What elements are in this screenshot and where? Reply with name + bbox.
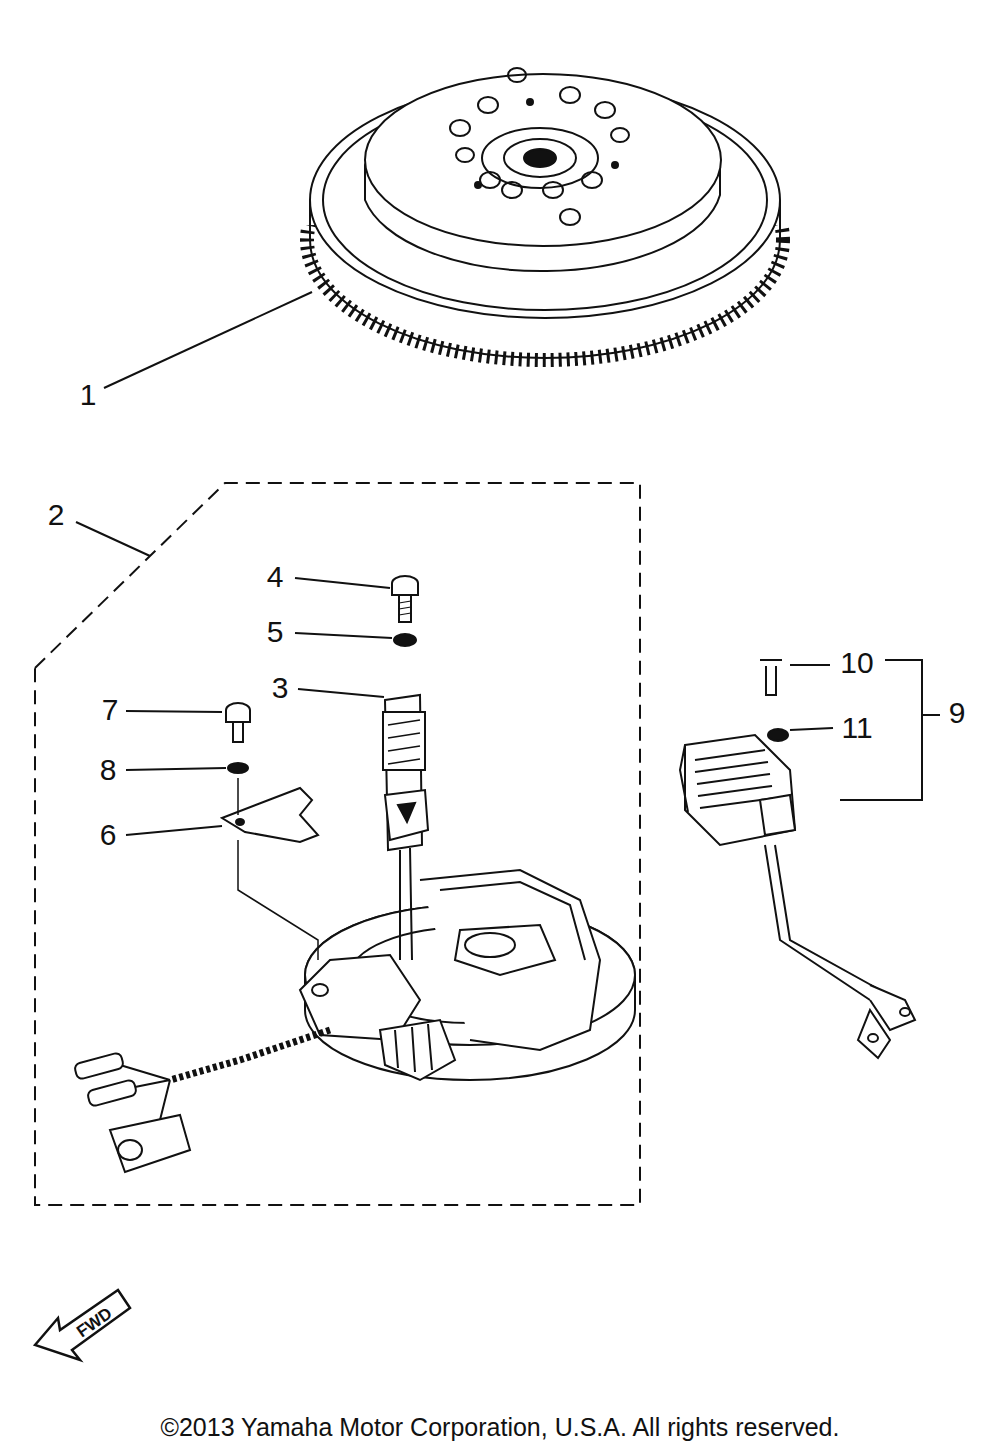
leader-line	[790, 664, 830, 666]
copyright-note: ©2013 Yamaha Motor Corporation, U.S.A. A…	[159, 1414, 842, 1441]
leader-line	[298, 689, 384, 697]
washer	[228, 763, 248, 773]
callout-number: 8	[98, 754, 119, 786]
plate	[222, 788, 318, 842]
rectifier	[680, 660, 915, 1058]
leader-line	[295, 633, 392, 638]
washer	[394, 634, 416, 646]
screw	[392, 576, 418, 622]
callout-number: 10	[838, 647, 875, 679]
leader-line	[295, 578, 390, 588]
leader-line	[126, 711, 222, 712]
forward-arrow	[35, 1290, 130, 1360]
assembly-outline	[35, 483, 640, 1205]
callout-number: 2	[46, 499, 67, 531]
leader-line	[126, 826, 222, 835]
callout-number: 1	[78, 379, 99, 411]
leader-line	[922, 714, 940, 716]
guide-line	[238, 778, 318, 960]
coil	[383, 695, 428, 960]
callout-number: 6	[98, 819, 119, 851]
flywheel	[307, 68, 783, 360]
callout-number: 7	[100, 694, 121, 726]
stator	[300, 870, 635, 1080]
leader-line	[790, 728, 833, 730]
leader-line	[76, 522, 150, 556]
callout-number: 5	[265, 616, 286, 648]
leader-line	[126, 768, 226, 770]
wire-harness	[74, 1030, 330, 1172]
screw	[226, 703, 250, 742]
callout-number: 9	[947, 697, 968, 729]
leader-line	[104, 292, 312, 388]
bracket	[840, 660, 922, 800]
callout-number: 4	[265, 561, 286, 593]
callout-number: 11	[839, 712, 874, 744]
callout-number: 3	[270, 672, 291, 704]
